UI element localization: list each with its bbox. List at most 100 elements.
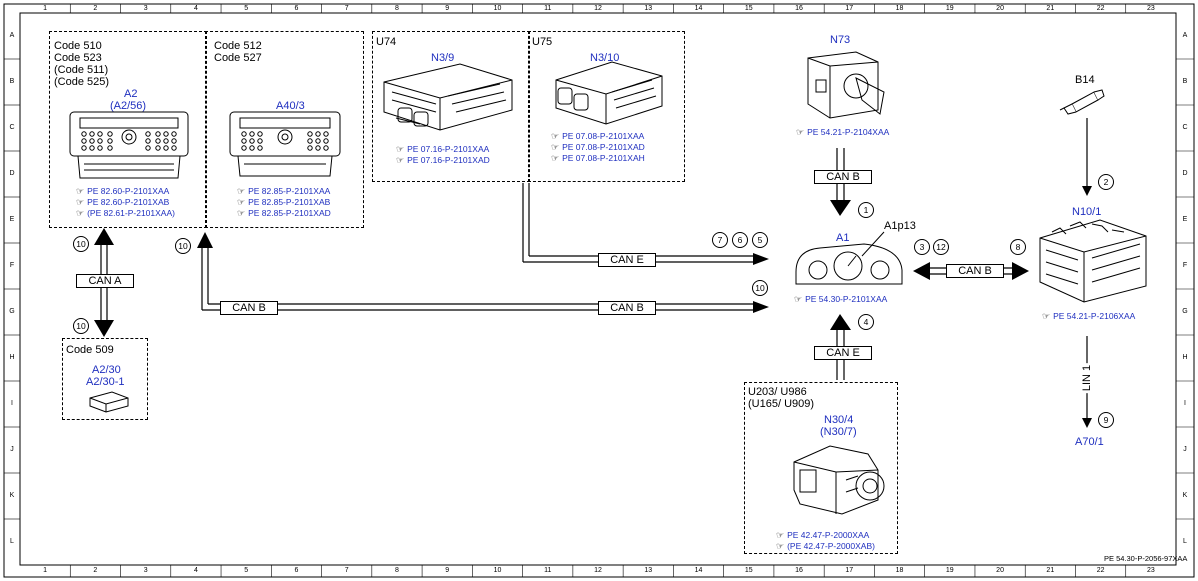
component-a2-30-name: A2/30 [92,364,121,376]
temperature-sensor-b14-drawing [1059,89,1105,115]
grid-row-label: B [1182,78,1188,85]
grid-column-label: 4 [193,5,198,12]
reference-link[interactable]: ☞PE 07.08-P-2101XAH [551,153,645,163]
reference-link[interactable]: ☞PE 82.60-P-2101XAB [76,197,170,207]
reference-link[interactable]: ☞PE 07.16-P-2101XAA [396,144,490,154]
grid-column-label: 9 [445,567,450,574]
component-a1-name: A1 [836,232,850,244]
group-code510-line3: (Code 511) [54,64,109,76]
pointing-hand-icon: ☞ [237,197,246,207]
grid-column-label: 12 [594,567,602,574]
reference-link[interactable]: ☞PE 82.85-P-2101XAB [237,197,331,207]
grid-row-label: C [9,124,15,131]
reference-link[interactable]: ☞PE 82.60-P-2101XAA [76,186,170,196]
grid-row-label: K [1182,492,1188,499]
bus-label-lin-1: LIN 1 [1081,362,1094,394]
reference-link[interactable]: ☞PE 82.85-P-2101XAD [237,208,331,218]
reference-link[interactable]: ☞PE 54.30-P-2101XAA [794,294,888,304]
group-code510-line4: (Code 525) [54,76,110,88]
grid-column-label: 15 [744,5,753,12]
callout-circle: 10 [175,238,191,254]
component-a1p13-name: A1p13 [884,220,916,232]
grid-column-label: 10 [493,5,502,12]
group-u203-line1: U203/ U986 [748,386,807,398]
component-n30-4-name: N30/4 [824,414,854,426]
pointing-hand-icon: ☞ [76,197,85,207]
pointing-hand-icon: ☞ [776,530,785,540]
grid-column-label: 16 [795,567,803,574]
grid-column-label: 10 [493,567,502,574]
component-b14-name: B14 [1075,74,1095,86]
pointing-hand-icon: ☞ [76,186,85,196]
group-box-u74 [372,31,530,182]
reference-link[interactable]: ☞PE 54.21-P-2106XAA [1042,311,1136,321]
grid-column-label: 22 [1096,567,1105,574]
component-n73-name: N73 [830,34,851,46]
reference-link[interactable]: ☞PE 07.16-P-2101XAD [396,155,490,165]
radio-unit-a2-drawing [69,111,189,179]
reference-link[interactable]: ☞(PE 42.47-P-2000XAB) [776,541,875,551]
grid-row-label: D [9,170,15,177]
component-n30-4-alt: (N30/7) [820,426,857,438]
document-code: PE 54.30-P-2056-97XAA [1104,554,1188,563]
pointing-hand-icon: ☞ [796,127,805,137]
grid-row-label: J [1183,446,1187,453]
grid-row-label: H [9,354,15,361]
grid-column-label: 1 [43,5,48,12]
grid-row-label: G [9,308,15,315]
grid-row-label: C [1182,124,1188,131]
grid-column-label: 18 [895,567,904,574]
grid-row-label: A [9,32,15,39]
group-box-code509 [62,338,148,420]
group-code510-line2: Code 523 [54,52,102,64]
pointing-hand-icon: ☞ [551,142,560,152]
grid-column-label: 20 [996,567,1004,574]
grid-column-label: 23 [1146,5,1155,12]
callout-circle: 12 [933,239,949,255]
bus-label-can-a: CAN A [76,274,134,288]
pointing-hand-icon: ☞ [794,294,803,304]
callout-circle: 9 [1098,412,1114,428]
group-u75-label: U75 [532,36,553,48]
grid-column-label: 7 [344,5,349,12]
esp-control-unit-n30-4-drawing [793,445,885,515]
group-code512-line2: Code 527 [214,52,262,64]
group-box-u75 [528,31,685,182]
grid-column-label: 8 [394,567,399,574]
grid-column-label: 17 [845,567,854,574]
group-u74-label: U74 [376,36,397,48]
grid-column-label: 13 [644,567,653,574]
grid-column-label: 6 [294,567,299,574]
grid-row-label: I [11,400,13,407]
bus-label-can-e: CAN E [814,346,872,360]
callout-circle: 2 [1098,174,1114,190]
bus-label-can-b: CAN B [598,301,656,315]
pointing-hand-icon: ☞ [776,541,785,551]
component-a2-name: A2 [124,88,138,100]
pointing-hand-icon: ☞ [551,131,560,141]
grid-column-label: 14 [694,567,703,574]
component-a40-3-name: A40/3 [276,100,305,112]
reference-link[interactable]: ☞(PE 82.61-P-2101XAA) [76,208,175,218]
group-u203-line2: (U165/ U909) [748,398,815,410]
grid-column-label: 5 [244,5,249,12]
grid-column-label: 20 [996,5,1004,12]
grid-row-label: F [9,262,15,269]
reference-link[interactable]: ☞PE 07.08-P-2101XAD [551,142,645,152]
grid-column-label: 4 [193,567,198,574]
instrument-cluster-a1-drawing [795,231,903,285]
component-a2-alt: (A2/56) [110,100,147,112]
grid-row-label: D [1182,170,1188,177]
grid-column-label: 3 [143,567,148,574]
reference-link[interactable]: ☞PE 07.08-P-2101XAA [551,131,645,141]
module-a2-30-drawing [89,391,129,413]
reference-link[interactable]: ☞PE 54.21-P-2104XAA [796,127,890,137]
reference-link[interactable]: ☞PE 42.47-P-2000XAA [776,530,870,540]
callout-circle: 6 [732,232,748,248]
group-code509-label: Code 509 [66,344,114,356]
group-code512-line1: Code 512 [214,40,262,52]
grid-column-label: 3 [143,5,148,12]
reference-link[interactable]: ☞PE 82.85-P-2101XAA [237,186,331,196]
pointing-hand-icon: ☞ [237,208,246,218]
